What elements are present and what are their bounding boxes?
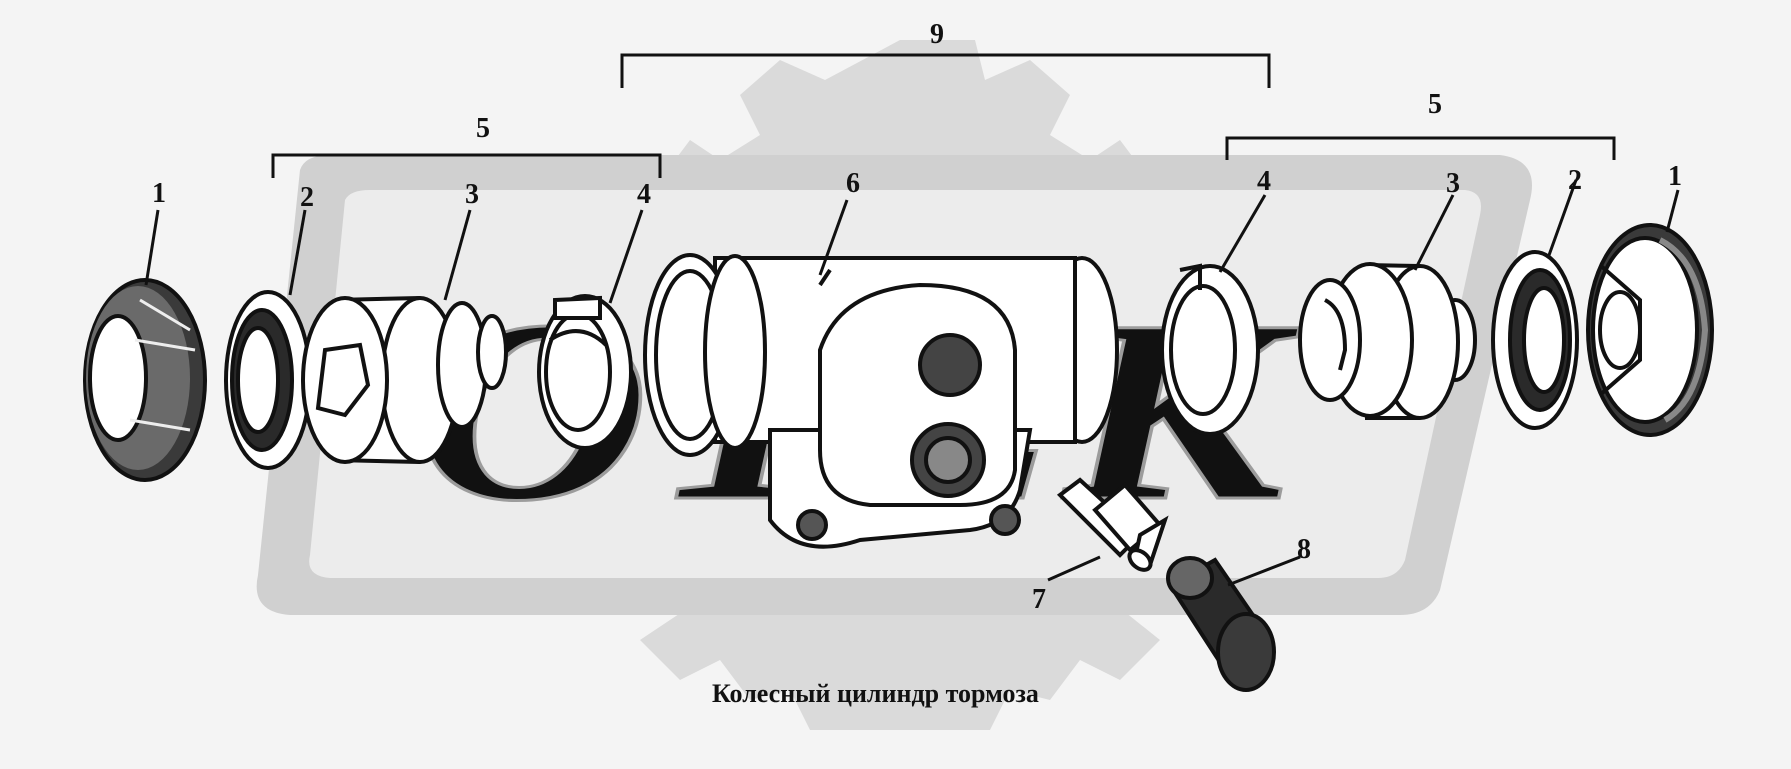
- label-3-left: 3: [465, 179, 479, 210]
- bracket-assembly-9: [620, 53, 1271, 88]
- part-6-cylinder-body: [643, 253, 1119, 549]
- label-1-left: 1: [152, 178, 166, 209]
- part-2-left-cup-seal: [224, 290, 312, 470]
- label-2-right: 2: [1568, 165, 1582, 196]
- label-3-right: 3: [1446, 168, 1460, 199]
- label-7: 7: [1032, 584, 1046, 615]
- label-2-left: 2: [300, 182, 314, 213]
- label-5-right: 5: [1428, 89, 1442, 120]
- part-8-plug: [1166, 556, 1276, 692]
- part-7-bleeder-valve: [1056, 477, 1169, 572]
- label-4-left: 4: [637, 179, 651, 210]
- label-5-left: 5: [476, 113, 490, 144]
- leader-lines: [144, 179, 1680, 587]
- part-1-left-dust-boot: [83, 278, 207, 482]
- part-1-right-dust-boot: [1586, 223, 1714, 437]
- part-labels: 1 2 3 4 5 6 7 8 9 4 3 2 1 5: [152, 19, 1682, 615]
- label-4-right: 4: [1257, 166, 1271, 197]
- part-2-right-cup-seal: [1491, 250, 1579, 430]
- label-6: 6: [846, 168, 860, 199]
- diagram-caption: Колесный цилиндр тормоза: [712, 679, 1039, 708]
- label-8: 8: [1297, 534, 1311, 565]
- part-3-right-piston: [1298, 262, 1477, 420]
- part-3-left-piston: [301, 296, 508, 464]
- bracket-assembly-5-left: [271, 153, 662, 178]
- part-4-left-spring-ring: [537, 294, 633, 450]
- bracket-assembly-5-right: [1225, 136, 1616, 160]
- label-1-right: 1: [1668, 161, 1682, 192]
- part-4-right-spring-ring: [1160, 263, 1260, 436]
- label-9: 9: [930, 19, 944, 50]
